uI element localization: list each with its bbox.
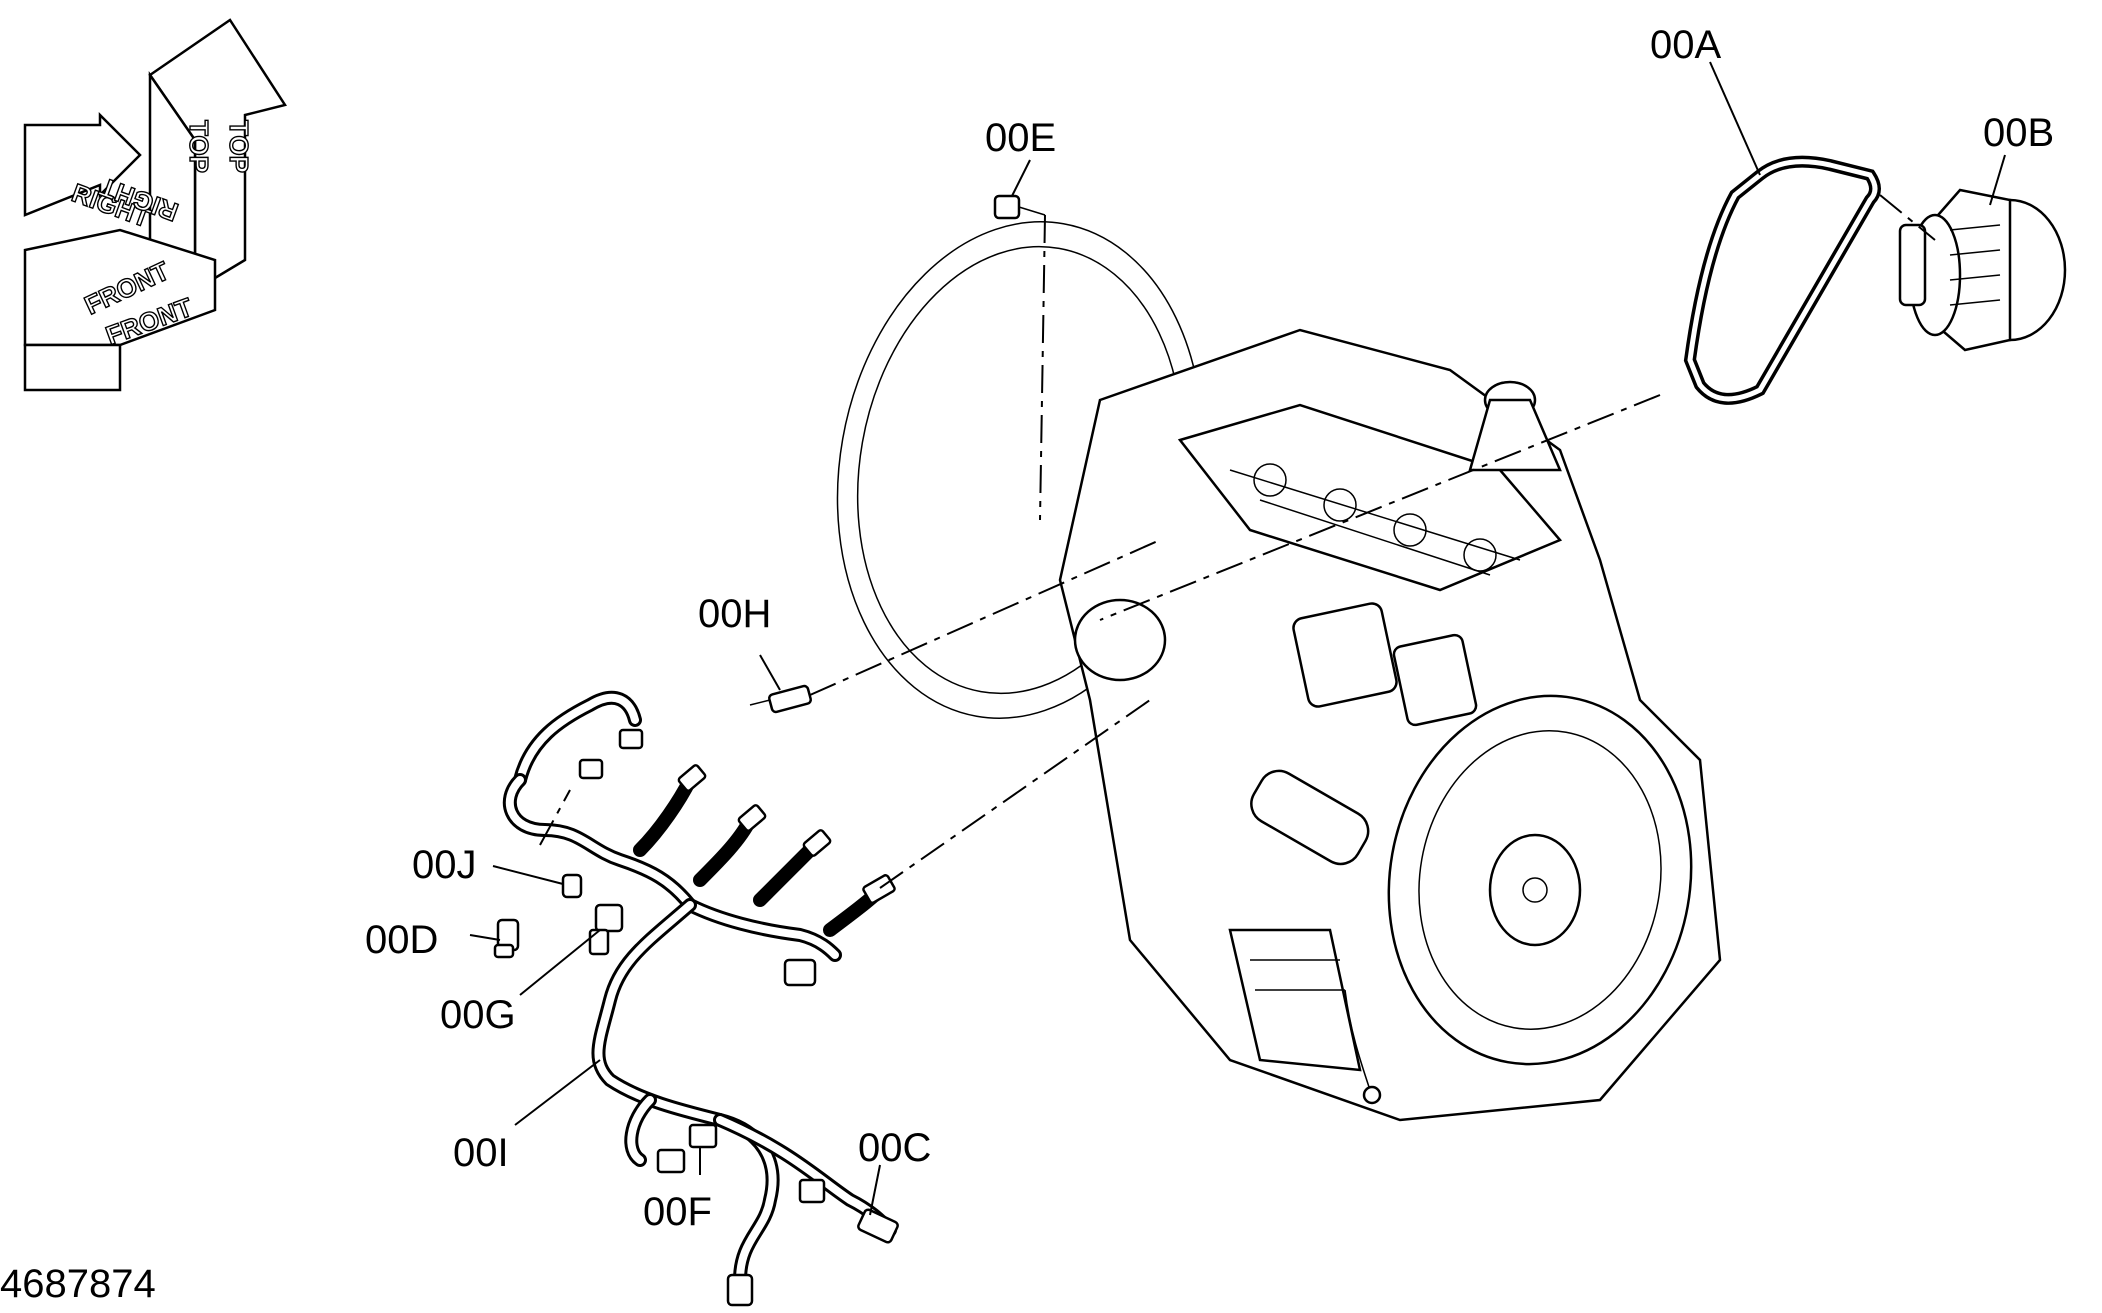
- wiring-harness: [502, 690, 899, 1307]
- callout-00d: 00D: [365, 918, 438, 962]
- alternator: [1898, 188, 2067, 352]
- callout-00h: 00H: [698, 592, 771, 636]
- document-number: 4687874: [0, 1262, 156, 1306]
- callout-00b: 00B: [1983, 111, 2054, 155]
- assembly-lines: [539, 194, 1936, 889]
- engine-assembly: [836, 221, 1722, 1122]
- connector-00c: [857, 1208, 899, 1244]
- callout-00i: 00I: [453, 1131, 509, 1175]
- sensor-00d: [493, 918, 520, 959]
- callout-00e: 00E: [985, 116, 1056, 160]
- callout-00g: 00G: [440, 993, 516, 1037]
- leader-lines: [469, 61, 2006, 1216]
- callout-00f: 00F: [643, 1190, 712, 1234]
- orientation-indicator: TOP TOP RIGHT RIGHT FRONT FRONT: [23, 18, 287, 392]
- orientation-top-label: TOP: [184, 120, 214, 173]
- sensor-00e: [993, 194, 1046, 220]
- sensor-00g: [588, 903, 624, 956]
- sensor-00h: [749, 684, 812, 714]
- connector-00f: [688, 1123, 718, 1149]
- sensor-00j: [561, 873, 583, 899]
- callout-00j: 00J: [412, 843, 477, 887]
- drive-belt: [1683, 155, 1881, 405]
- orientation-top-label-mirror: TOP: [224, 120, 254, 173]
- callout-00c: 00C: [858, 1126, 931, 1170]
- callout-00a: 00A: [1650, 23, 1721, 67]
